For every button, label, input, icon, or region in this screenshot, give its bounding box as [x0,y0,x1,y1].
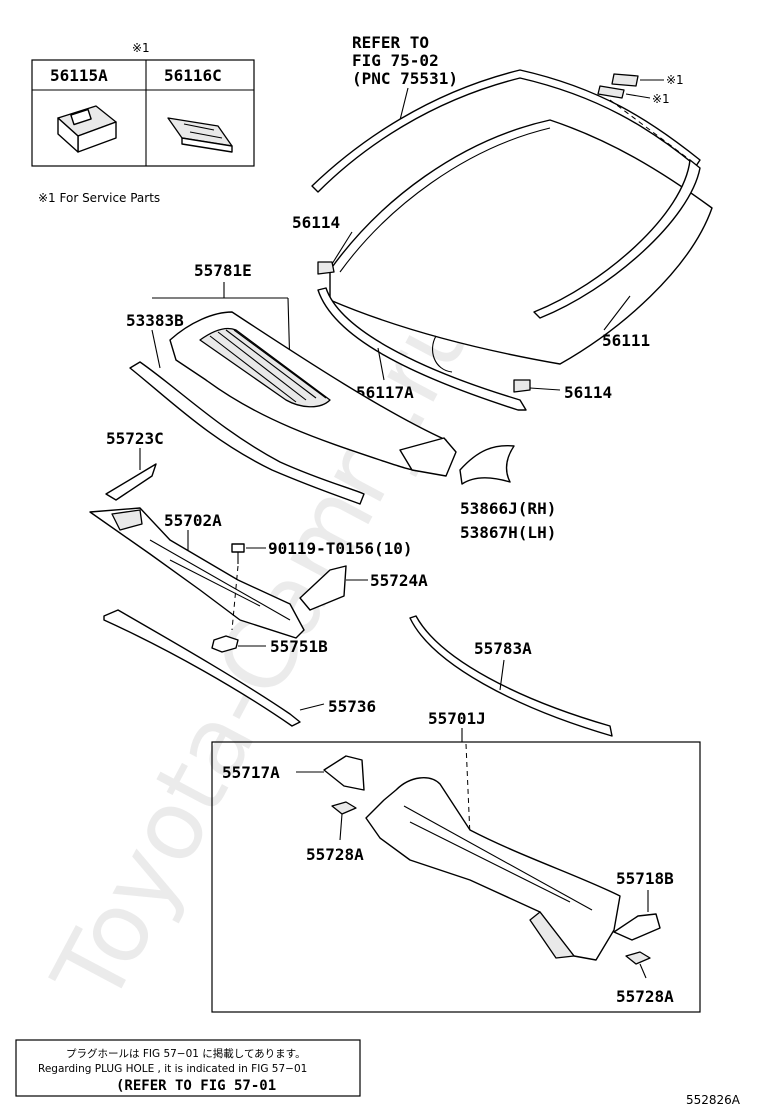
clip-56114-top [317,261,335,275]
refer-to-fig-75-02: REFER TO FIG 75-02 (PNC 75531) [352,33,458,121]
seal-55783a [409,615,613,737]
patch-55728a-right [625,951,651,965]
note-line-en: Regarding PLUG HOLE , it is indicated in… [38,1063,307,1075]
label-55724a[interactable]: 55724A [370,571,428,590]
assembly-55701j-frame [211,741,701,1013]
service-mark-1: ※1 [666,73,684,87]
note-line-refer[interactable]: (REFER TO FIG 57-01 [116,1078,276,1094]
side-moulding-56111 [533,159,701,319]
label-53867h[interactable]: 53867H(LH) [460,523,556,542]
label-55702a[interactable]: 55702A [164,511,222,530]
service-mark-2: ※1 [652,92,670,106]
hose-55736 [103,609,301,727]
label-53383b[interactable]: 53383B [126,311,184,330]
lower-moulding-56117a [317,287,527,411]
cowl-louver-end [399,437,457,477]
label-56117a[interactable]: 56117A [356,383,414,402]
refer-line-3: (PNC 75531) [352,69,458,88]
legend-frame [31,59,255,167]
service-parts-note: ※1 For Service Parts [38,191,160,205]
clip-56114-bottom [513,379,531,393]
legend-col2-label[interactable]: 56116C [164,66,222,85]
label-55723c[interactable]: 55723C [106,429,164,448]
cowl-louver-grille [199,327,331,408]
legend-mark: ※1 [132,41,150,55]
bracket-55717a [323,755,365,791]
label-55736[interactable]: 55736 [328,697,376,716]
service-parts-legend: ※1 56115A 56116C [31,41,255,167]
label-55701j[interactable]: 55701J [428,709,486,728]
legend-col1-label[interactable]: 56115A [50,66,108,85]
windshield-glass [329,119,713,365]
service-clips-top [597,73,691,161]
bracket-55718b [613,913,661,941]
label-55751b[interactable]: 55751B [270,637,328,656]
label-90119[interactable]: 90119-T0156(10) [268,539,413,558]
cowl-assembly-55701j [365,777,621,961]
cowl-seal-53383b [129,361,365,505]
refer-line-1: REFER TO [352,33,429,52]
figure-id: 552826A [686,1093,741,1107]
cowl-panel-55702a [89,507,305,639]
clip-56116c-drawing [167,117,233,153]
bolt-90119 [231,543,245,564]
refer-line-2: FIG 75-02 [352,51,439,70]
label-55717a[interactable]: 55717A [222,763,280,782]
clip-56115a-drawing [57,105,117,153]
label-55718b[interactable]: 55718B [616,869,674,888]
label-56114-bottom[interactable]: 56114 [564,383,612,402]
cowl-side-panel-53866j [459,444,515,485]
bracket-55723c [105,463,157,501]
bracket-55724a [299,565,347,611]
patch-55728a-left [331,801,357,815]
label-55781e[interactable]: 55781E [194,261,252,280]
label-53866j[interactable]: 53866J(RH) [460,499,556,518]
plug-hole-note-box [15,1039,361,1097]
note-line-jp: プラグホールは FIG 57−01 に掲載してあります。 [66,1047,306,1060]
label-56114-top[interactable]: 56114 [292,213,340,232]
label-55728a-left[interactable]: 55728A [306,845,364,864]
grommet-55751b [211,635,239,653]
label-55783a[interactable]: 55783A [474,639,532,658]
louver-slats [209,329,327,403]
label-56111[interactable]: 56111 [602,331,650,350]
label-55728a-right[interactable]: 55728A [616,987,674,1006]
